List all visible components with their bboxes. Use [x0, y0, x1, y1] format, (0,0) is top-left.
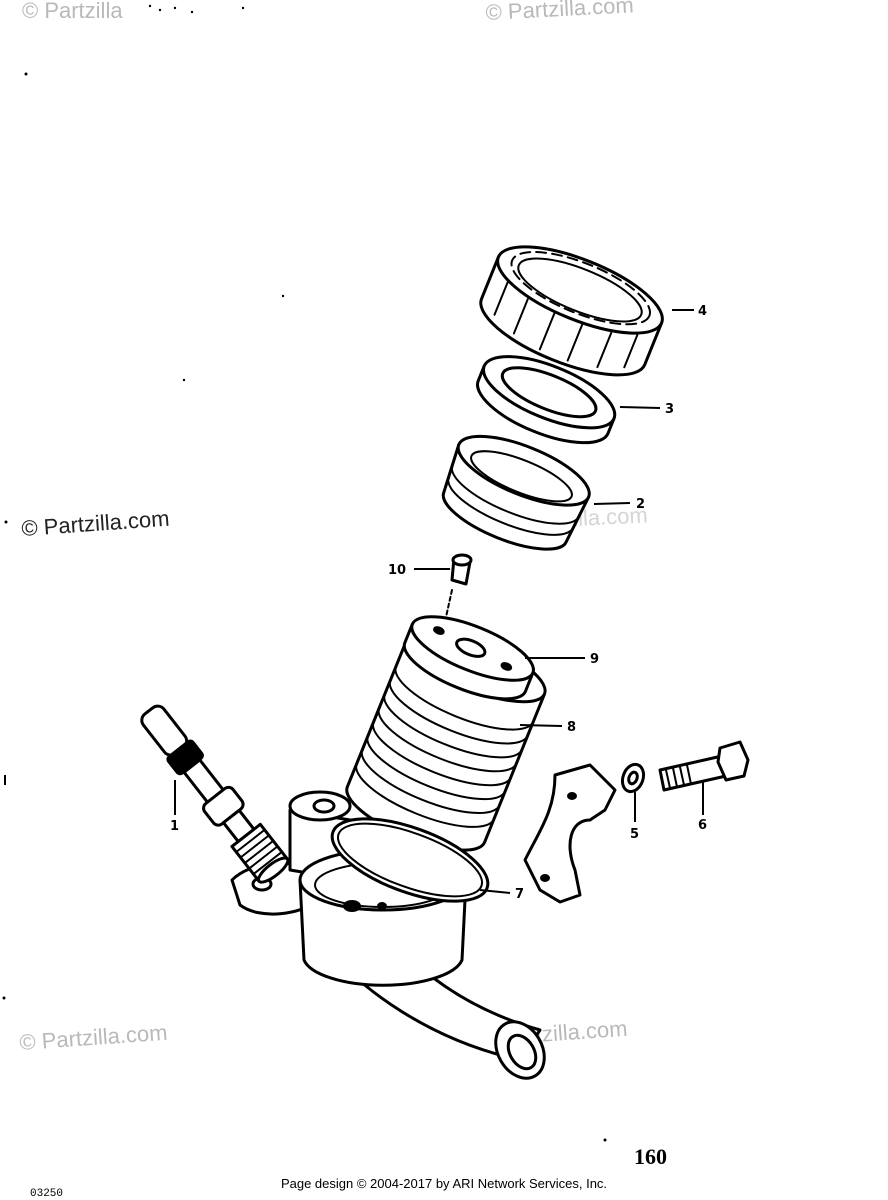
part-6-bolt	[658, 740, 750, 792]
callout-6: 6	[698, 818, 707, 833]
watermark-mid-left: © Partzilla.com	[21, 506, 171, 541]
callout-7: 7	[515, 887, 524, 902]
watermark-top-right: © Partzilla.com	[485, 0, 634, 25]
callout-8: 8	[567, 720, 576, 735]
part-2-diaphragm	[441, 434, 591, 551]
part-3-diaphragm-plate	[476, 355, 617, 445]
callout-1: 1	[170, 819, 179, 834]
part-9-cap-plate	[402, 615, 535, 701]
part-10-screw	[443, 553, 473, 627]
page-number: 160	[634, 1144, 667, 1169]
callout-4: 4	[698, 304, 707, 319]
watermark-top-left: © Partzilla	[22, 0, 123, 23]
callout-9: 9	[590, 652, 599, 667]
callout-3: 3	[665, 402, 674, 417]
callout-10: 10	[388, 563, 406, 578]
part-7-o-ring	[330, 817, 490, 903]
callout-5: 5	[630, 827, 639, 842]
watermark-bottom-left: © Partzilla.com	[19, 1020, 169, 1055]
part-4-reservoir-cap	[479, 245, 664, 377]
part-1-piston-assembly	[140, 704, 290, 884]
diagram-reference: 03250	[30, 1188, 64, 1200]
leader-lines	[174, 309, 704, 894]
callout-2: 2	[636, 497, 645, 512]
part-clamp-bracket	[523, 763, 617, 904]
copyright-footer: Page design © 2004-2017 by ARI Network S…	[280, 1176, 608, 1191]
scan-specks	[2, 4, 607, 1142]
part-5-washer	[620, 762, 646, 794]
